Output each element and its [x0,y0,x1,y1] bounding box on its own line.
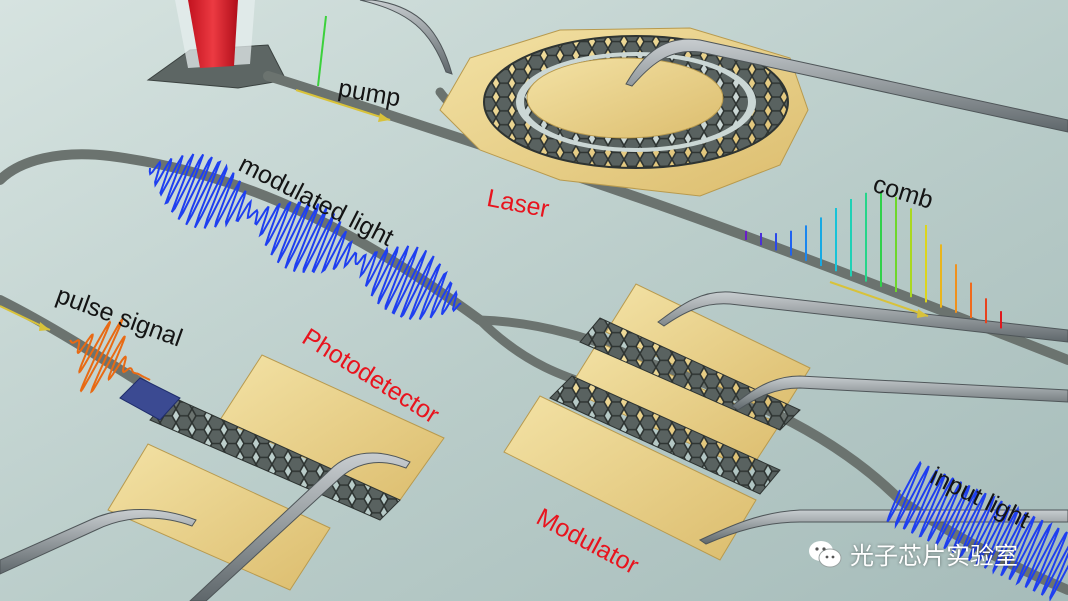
pulse-arrow-head [39,322,50,331]
pulse-signal-wave [69,316,151,394]
pump-arrow [295,89,391,121]
comb-spectrum [745,191,1002,329]
watermark: 光子芯片实验室 [808,536,1018,571]
comb-arrow-head [917,309,928,318]
modulated-light-wave [148,153,462,321]
photodetector [107,354,445,591]
pump-line [317,15,327,87]
input-light-wave [886,460,1068,601]
ring-laser [439,27,809,197]
watermark-text: 光子芯片实验室 [850,542,1018,570]
wechat-icon [809,540,842,567]
modulator [503,283,811,561]
comb-arrow [829,281,929,317]
pump-arrow-head [378,113,390,122]
laser-beam [146,0,287,89]
